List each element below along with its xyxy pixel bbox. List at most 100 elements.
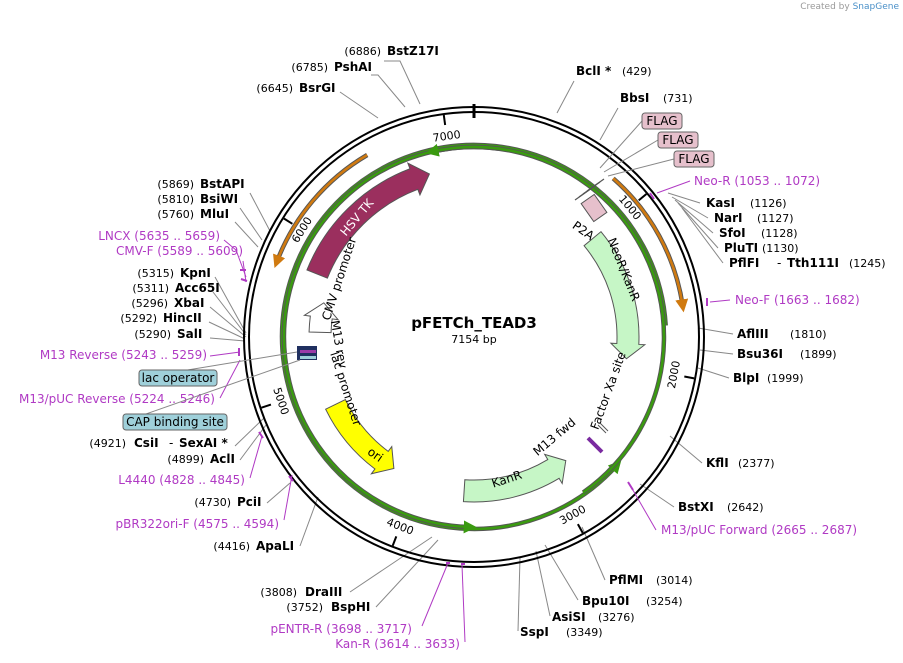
enzyme-name: ApaLI	[256, 539, 294, 553]
p2a-box	[580, 193, 608, 223]
enzyme-csii: (4921)CsiI-SexAI *	[89, 436, 228, 450]
feature-box-bg	[122, 413, 228, 431]
enzyme-apali: (4416) ApaLI	[213, 539, 294, 553]
tick-mark	[283, 217, 293, 225]
tick-mark	[576, 523, 584, 534]
enzyme-bstz17i: (6886)BstZ17I	[344, 44, 438, 58]
leader-line	[671, 196, 709, 219]
enzyme-position: (5292)	[120, 312, 157, 325]
enzyme-position: (3808)	[260, 586, 297, 599]
enzyme-nari: NarI(1127)	[714, 211, 794, 225]
enzyme-position: (4730)	[194, 496, 231, 509]
enzyme-position: (5311)	[132, 282, 169, 295]
enzyme-position: (1999)	[767, 372, 804, 385]
enzyme-name: BclI *	[576, 64, 612, 78]
primer-m13-puc-reverse: M13/pUC Reverse (5224 .. 5246)	[19, 359, 241, 406]
enzyme-sep: -	[777, 256, 781, 270]
feature-box-text: lac operator	[142, 371, 215, 385]
ori-arrow	[324, 398, 395, 475]
enzyme-name: BstXI	[678, 500, 714, 514]
enzyme-afliii: AflIII (1810)	[737, 327, 827, 341]
enzyme-name: PflMI	[609, 573, 643, 587]
enzyme-name: SalI	[177, 327, 202, 341]
enzyme-name: AflIII	[737, 327, 769, 341]
primer-label: Neo-R (1053 .. 1072)	[694, 174, 820, 188]
tick-mark	[442, 114, 447, 126]
enzyme-kfli: KflI(2377)	[706, 456, 775, 470]
primer-pbr322ori-f: pBR322ori-F (4575 .. 4594)	[116, 474, 294, 531]
primer-neo-f: Neo-F (1663 .. 1682)	[706, 293, 860, 307]
leader-line	[239, 424, 267, 461]
enzyme-position: (1810)	[790, 328, 827, 341]
enzyme-position: (1245)	[849, 257, 886, 270]
tick-label: 2000	[665, 360, 683, 390]
enzyme-pflfi: PflFI-Tth111I(1245)	[729, 256, 886, 270]
primer-leader	[656, 180, 691, 194]
cap-mark	[300, 356, 316, 359]
primer-label: CMV-F (5589 .. 5609)	[116, 244, 243, 258]
enzyme-name: CsiI	[134, 436, 159, 450]
enzyme-name: AclI	[210, 452, 235, 466]
feature-box-bg	[657, 131, 699, 149]
flag-box-3: FLAG	[607, 150, 715, 177]
enzyme-position: (4416)	[213, 540, 250, 553]
feature-box-text: FLAG	[678, 152, 709, 166]
enzyme-position: (3276)	[598, 611, 635, 624]
enzyme-name: MluI	[200, 207, 229, 221]
primer-site	[258, 431, 264, 439]
flag-box-2: FLAG	[603, 131, 699, 173]
leader-line	[517, 557, 521, 632]
enzyme-name: NarI	[714, 211, 743, 225]
leader-line	[375, 539, 439, 608]
enzyme-bbsi: BbsI(731)	[620, 91, 693, 105]
tick-mark	[684, 375, 695, 380]
enzyme-name-2: Tth111I	[787, 256, 839, 270]
enzyme-name: AsiSI	[552, 610, 586, 624]
factor-xa-mark-2	[599, 422, 609, 432]
enzyme-bstxi: BstXI(2642)	[678, 500, 764, 514]
enzyme-position: (4899)	[167, 453, 204, 466]
enzyme-name: KasI	[706, 196, 735, 210]
primer-label: M13/pUC Reverse (5224 .. 5246)	[19, 392, 215, 406]
enzyme-bsiwi: (5810)BsiWI	[157, 192, 238, 206]
enzyme-kpni: (5315)KpnI	[137, 266, 210, 280]
enzyme-name: BstAPI	[200, 177, 245, 191]
enzyme-asisi: AsiSI (3276)	[552, 610, 635, 624]
primer-kan-r: Kan-R (3614 .. 3633)	[335, 563, 466, 651]
enzyme-kasi: KasI(1126)	[706, 196, 787, 210]
primer-label: Neo-F (1663 .. 1682)	[735, 293, 860, 307]
tick-mark	[638, 193, 648, 202]
primer-site	[240, 278, 248, 282]
leader-line	[266, 482, 291, 504]
enzyme-bsphi: (3752)BspHI	[286, 600, 370, 614]
features	[297, 162, 647, 503]
primer-neo-r: Neo-R (1053 .. 1072)	[649, 174, 820, 200]
feature-box-text: CAP binding site	[126, 415, 224, 429]
leader-line	[667, 192, 701, 204]
primer-label: LNCX (5635 .. 5659)	[98, 229, 220, 243]
top-green-arc	[425, 143, 500, 157]
enzyme-bcli: BclI *(429)	[576, 64, 652, 78]
primer-label: pBR322ori-F (4575 .. 4594)	[116, 517, 279, 531]
enzyme-hincii: (5292)HincII	[120, 311, 201, 325]
neor-arc-orange	[612, 177, 689, 313]
primer-cmv-f: CMV-F (5589 .. 5609)	[116, 244, 248, 283]
enzyme-mlui: (5760)MluI	[157, 207, 229, 221]
enzyme-position: (6785)	[291, 61, 328, 74]
enzyme-name: BlpI	[733, 371, 759, 385]
enzyme-position: (1899)	[800, 348, 837, 361]
enzyme-bstapi: (5869)BstAPI	[157, 177, 244, 191]
enzyme-acli: (4899) AclI	[167, 452, 235, 466]
enzyme-name: PshAI	[334, 60, 372, 74]
enzyme-position: (5290)	[134, 328, 171, 341]
enzyme-pshai: (6785) PshAI	[291, 60, 372, 74]
primer-lncx: LNCX (5635 .. 5659)	[98, 229, 247, 278]
enzyme-position: (1130)	[762, 242, 799, 255]
leader-line	[371, 74, 406, 108]
enzyme-position: (3752)	[286, 601, 323, 614]
leader-line	[239, 207, 263, 241]
snapgene-credit: Created by SnapGene	[800, 2, 899, 12]
enzyme-position: (5315)	[137, 267, 174, 280]
enzyme-blpi: BlpI (1999)	[733, 371, 804, 385]
plasmid-name: pFETCh_TEAD3	[411, 314, 537, 332]
